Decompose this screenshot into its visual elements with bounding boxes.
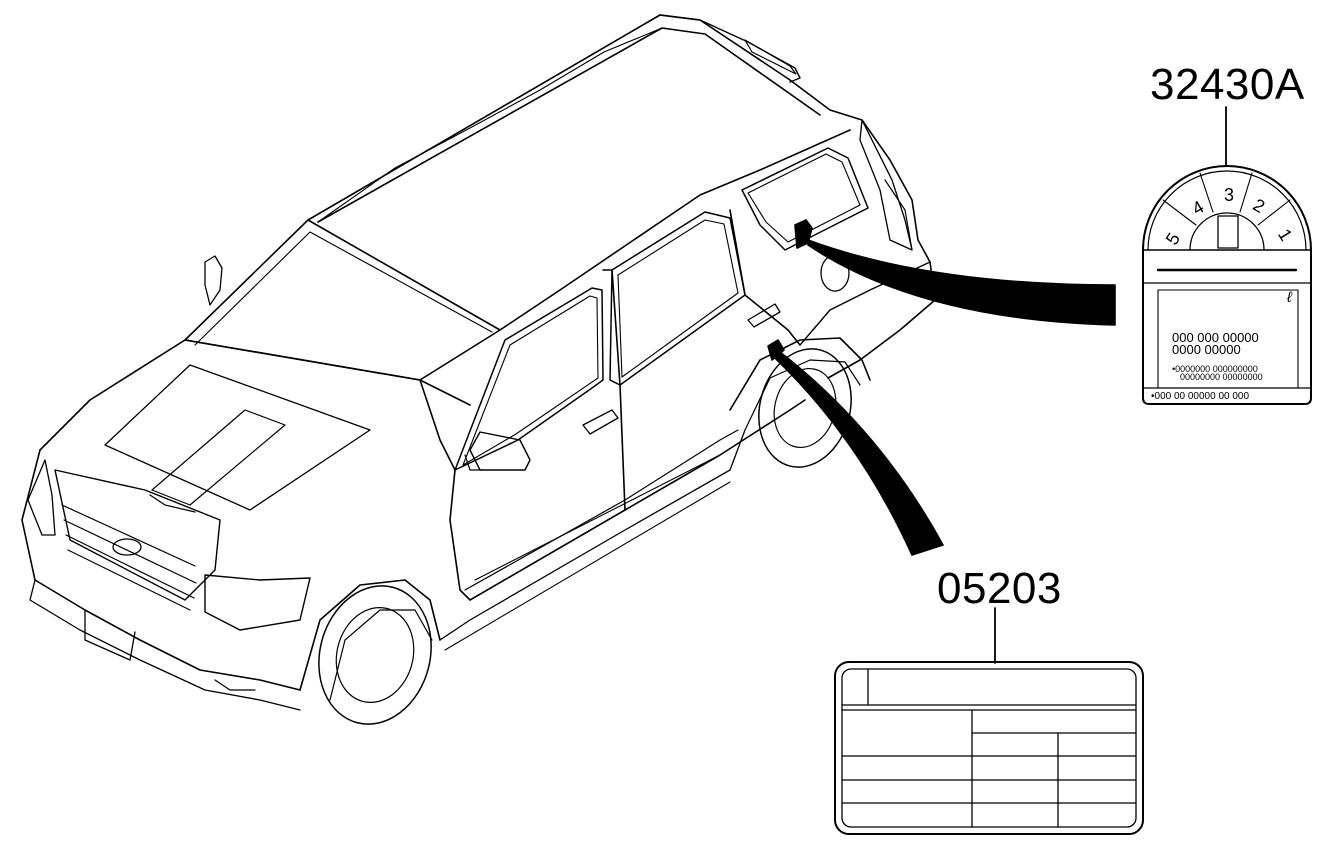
tire-pressure-label: 5 4 3 2 1 ℓ 000 000 00000 0000 00000 •00… — [1142, 165, 1312, 405]
tire-position-1: 1 — [1274, 225, 1296, 244]
liter-symbol: ℓ — [1286, 289, 1293, 306]
tire-position-2: 2 — [1250, 195, 1269, 217]
label-text-row-1: 000 000 00000 — [1172, 330, 1259, 345]
label-fine-row-2: 00000000 00000000 — [1180, 372, 1263, 382]
part-number-05203: 05203 — [937, 564, 1062, 613]
label-text-row-2: 0000 00000 — [1172, 342, 1241, 357]
leader-05203 — [774, 351, 944, 556]
label-fine-row-1: •0000000 000000000 — [1172, 364, 1258, 374]
leader-32430A — [807, 239, 1116, 326]
label-location-05203 — [767, 339, 785, 361]
part-number-32430A: 32430A — [1150, 60, 1305, 109]
vehicle-information-label — [834, 661, 1144, 835]
vehicle-drawing — [21, 14, 936, 725]
tire-position-5: 5 — [1162, 229, 1184, 248]
tire-position-4: 4 — [1189, 197, 1208, 219]
tire-position-3: 3 — [1224, 185, 1234, 205]
label-footer-row: •000 00 00000 00 000 — [1151, 391, 1249, 402]
